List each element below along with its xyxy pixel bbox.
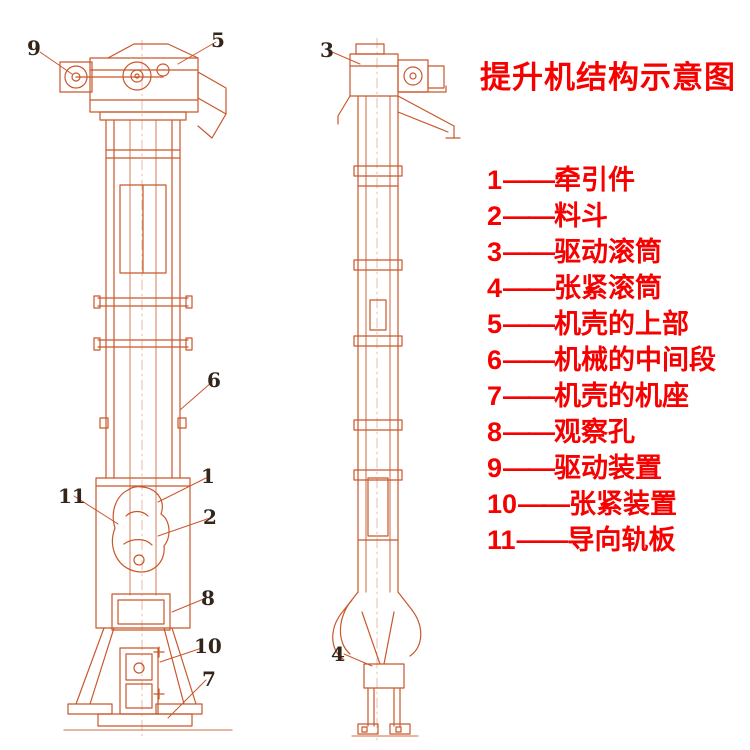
legend-number: 4 — [487, 273, 503, 303]
legend-number: 2 — [487, 201, 503, 231]
legend-item-1: 1——牵引件 — [487, 162, 745, 198]
legend-item-7: 7——机壳的机座 — [487, 378, 745, 414]
legend-item-5: 5——机壳的上部 — [487, 306, 745, 342]
legend-number: 5 — [487, 309, 503, 339]
legend-dash: —— — [503, 237, 555, 267]
legend-label: 机壳的机座 — [554, 381, 690, 411]
elevator-front-view — [59, 39, 233, 739]
legend-number: 9 — [487, 453, 503, 483]
legend-label: 机壳的上部 — [554, 309, 690, 339]
legend-label: 料斗 — [554, 201, 609, 231]
legend-item-9: 9——驱动装置 — [487, 450, 745, 486]
legend-dash: —— — [503, 345, 555, 375]
legend-dash: —— — [518, 489, 570, 519]
callout-number-9: 9 — [27, 36, 41, 60]
legend-label: 导向轨板 — [567, 525, 676, 555]
callout-number-8: 8 — [201, 586, 215, 610]
callout-number-10: 10 — [194, 634, 222, 658]
legend-label: 张紧滚筒 — [554, 273, 663, 303]
legend-number: 8 — [487, 417, 503, 447]
legend-dash: —— — [503, 381, 555, 411]
callout-number-4: 4 — [331, 642, 345, 666]
legend-label: 驱动滚筒 — [554, 237, 663, 267]
legend-dash: —— — [503, 201, 555, 231]
legend-item-6: 6——机械的中间段 — [487, 342, 745, 378]
callout-leader-lines — [39, 41, 373, 719]
legend-number: 11 — [487, 525, 516, 555]
legend-dash: —— — [503, 309, 555, 339]
elevator-side-view — [332, 37, 461, 741]
legend-dash: —— — [503, 273, 555, 303]
callout-number-5: 5 — [211, 28, 225, 52]
legend-dash: —— — [503, 453, 555, 483]
legend: 1——牵引件 2——料斗 3——驱动滚筒 4——张紧滚筒 5——机壳的上部 6—… — [487, 162, 745, 558]
page-title: 提升机结构示意图 — [480, 60, 736, 95]
legend-item-11: 11——导向轨板 — [487, 522, 745, 558]
legend-item-3: 3——驱动滚筒 — [487, 234, 745, 270]
legend-dash: —— — [503, 417, 555, 447]
callout-number-3: 3 — [320, 38, 334, 62]
legend-item-8: 8——观察孔 — [487, 414, 745, 450]
callout-number-1: 1 — [201, 464, 215, 488]
legend-item-2: 2——料斗 — [487, 198, 745, 234]
callout-number-7: 7 — [202, 667, 216, 691]
legend-label: 机械的中间段 — [554, 345, 717, 375]
legend-dash: —— — [516, 525, 569, 555]
legend-label: 牵引件 — [554, 165, 636, 195]
legend-number: 10 — [487, 489, 518, 519]
callout-number-6: 6 — [207, 368, 221, 392]
legend-number: 6 — [487, 345, 503, 375]
legend-label: 张紧装置 — [569, 489, 678, 519]
legend-label: 驱动装置 — [554, 453, 663, 483]
legend-item-4: 4——张紧滚筒 — [487, 270, 745, 306]
legend-label: 观察孔 — [554, 417, 636, 447]
legend-number: 7 — [487, 381, 503, 411]
legend-number: 1 — [487, 165, 503, 195]
legend-dash: —— — [503, 165, 555, 195]
callout-number-11: 11 — [58, 484, 86, 508]
legend-number: 3 — [487, 237, 503, 267]
callout-number-2: 2 — [203, 505, 217, 529]
legend-item-10: 10——张紧装置 — [487, 486, 745, 522]
